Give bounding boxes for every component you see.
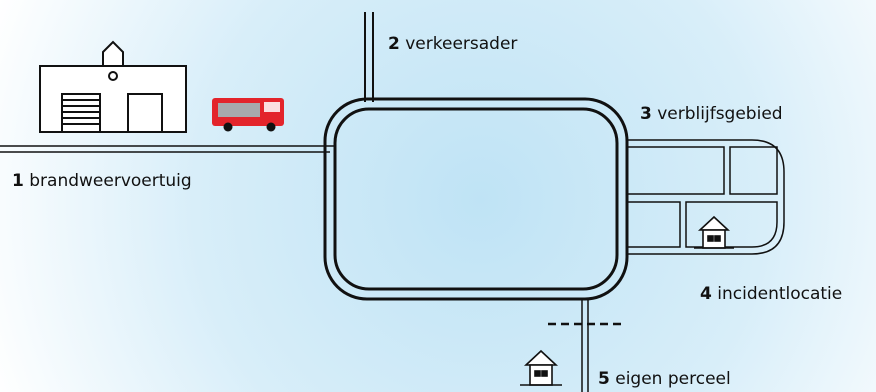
label-fire-vehicle: 1 brandweervoertuig xyxy=(12,171,192,191)
label-number: 2 xyxy=(388,34,400,54)
label-text: verblijfsgebied xyxy=(657,104,783,124)
fire-station-icon xyxy=(39,40,187,133)
house-icon xyxy=(520,349,562,386)
main-artery-road xyxy=(364,12,374,102)
house-icon xyxy=(694,215,734,249)
label-number: 1 xyxy=(12,171,24,191)
label-number: 4 xyxy=(700,284,712,304)
label-text: brandweervoertuig xyxy=(29,171,192,191)
label-own-plot: 5 eigen perceel xyxy=(598,369,731,389)
label-text: verkeersader xyxy=(405,34,518,54)
private-driveway xyxy=(548,299,626,392)
label-number: 5 xyxy=(598,369,610,389)
ring-road xyxy=(323,97,629,301)
label-text: incidentlocatie xyxy=(717,284,843,304)
access-road xyxy=(0,145,334,153)
fire-truck-icon xyxy=(212,98,284,132)
label-text: eigen perceel xyxy=(615,369,731,389)
label-incident-location: 4 incidentlocatie xyxy=(700,284,842,304)
label-main-artery: 2 verkeersader xyxy=(388,34,517,54)
label-number: 3 xyxy=(640,104,652,124)
residential-area-streets xyxy=(626,139,785,255)
label-residential-area: 3 verblijfsgebied xyxy=(640,104,783,124)
